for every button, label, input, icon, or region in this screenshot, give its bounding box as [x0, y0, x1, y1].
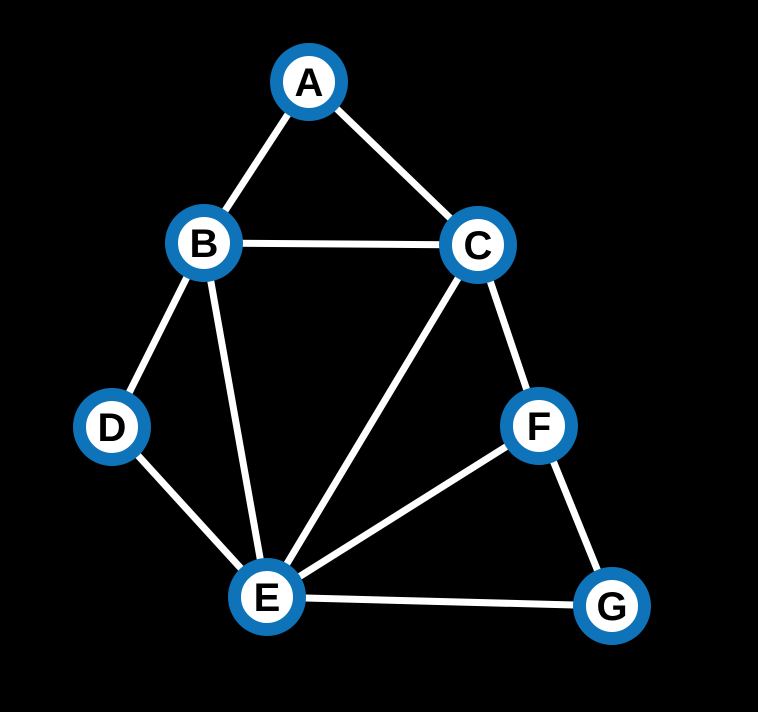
node-C-label: C: [464, 224, 493, 268]
edge-C-E: [263, 241, 482, 601]
nodes-layer: A B C D E F G: [73, 43, 651, 645]
edge-E-F: [263, 422, 543, 601]
node-C[interactable]: [439, 206, 517, 284]
node-D-label: D: [98, 406, 127, 450]
node-F-label: F: [527, 405, 551, 449]
node-G[interactable]: [573, 567, 651, 645]
node-G-label: G: [596, 585, 627, 629]
node-E[interactable]: [228, 558, 306, 636]
edges-layer: [108, 78, 616, 610]
edge-B-C: [200, 239, 482, 249]
node-A-label: A: [295, 61, 324, 105]
node-F[interactable]: [500, 387, 578, 465]
node-E-label: E: [254, 576, 281, 620]
node-B-label: B: [190, 222, 219, 266]
edge-B-E: [200, 239, 271, 601]
edge-E-G: [263, 593, 616, 610]
node-B[interactable]: [165, 204, 243, 282]
node-D[interactable]: [73, 388, 151, 466]
node-A[interactable]: [270, 43, 348, 121]
edge-A-C: [305, 78, 482, 249]
